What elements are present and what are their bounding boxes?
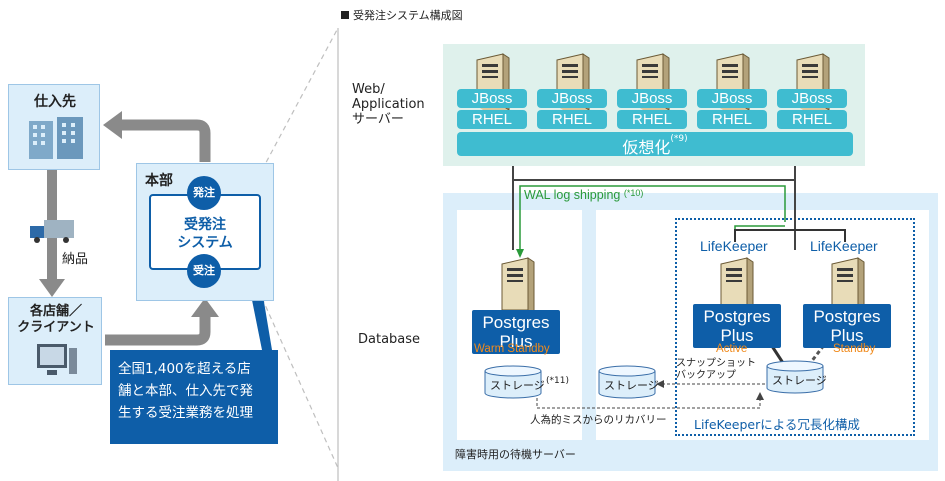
- wal-text: WAL log shipping: [524, 188, 621, 202]
- arrow-to-hq: [191, 298, 219, 317]
- backup-storage-icon: [598, 365, 656, 399]
- arrow-to-stores: [39, 279, 65, 297]
- rhel-pill: RHEL: [617, 110, 687, 129]
- snapshot-label: スナップショット バックアップ: [676, 358, 756, 382]
- receive-badge: 受注: [187, 254, 221, 288]
- diagram-title: 受発注システム構成図: [341, 7, 463, 23]
- recovery-label: 人為的ミスからのリカバリー: [530, 414, 667, 426]
- virtualization-label: 仮想化: [622, 138, 671, 157]
- snapshot-line2: バックアップ: [676, 370, 736, 381]
- stores-label: 各店舗／ クライアント: [17, 304, 95, 335]
- pg-line1: Postgres: [813, 307, 881, 326]
- snapshot-line1: スナップショット: [676, 358, 756, 369]
- wal-label: WAL log shipping (*10): [524, 188, 643, 202]
- supplier-box: 仕入先: [8, 84, 100, 170]
- computer-icon: [37, 344, 77, 375]
- server-icon: [501, 257, 535, 314]
- title-text: 受発注システム構成図: [353, 9, 463, 22]
- callout-box: 全国1,400を超える店 舗と本部、仕入先で発 生する受注業務を処理: [110, 350, 278, 444]
- callout-text: 全国1,400を超える店 舗と本部、仕入先で発 生する受注業務を処理: [118, 361, 253, 421]
- jboss-pill: JBoss: [697, 89, 767, 108]
- wal-note: (*10): [623, 188, 644, 198]
- jboss-pill: JBoss: [457, 89, 527, 108]
- arrow-to-supplier: [103, 111, 122, 139]
- hq-box: 本部 受発注 システム 発注 受注: [136, 163, 274, 301]
- shared-storage-icon: [766, 360, 824, 394]
- truck-icon: [30, 220, 74, 243]
- pg-line1: Postgres: [482, 313, 550, 332]
- delivery-label: 納品: [62, 252, 89, 267]
- jboss-pill: JBoss: [617, 89, 687, 108]
- virtualization-bar: 仮想化(*9): [457, 132, 853, 157]
- shared-storage-label: ストレージ: [772, 374, 827, 387]
- pg-line2: Plus: [499, 332, 533, 351]
- rhel-pill: RHEL: [697, 110, 767, 129]
- active-postgres-box: Postgres Plus: [693, 304, 781, 348]
- jboss-pill: JBoss: [537, 89, 607, 108]
- stores-box: 各店舗／ クライアント: [8, 297, 102, 385]
- standby-label: Standby: [833, 343, 876, 355]
- system-line1: 受発注: [184, 217, 226, 233]
- storage-label: ストレージ: [490, 379, 545, 392]
- jboss-pill: JBoss: [777, 89, 847, 108]
- redundancy-label: LifeKeeperによる冗長化構成: [694, 417, 860, 432]
- active-label: Active: [716, 343, 748, 355]
- db-tier-label: Database: [358, 332, 421, 347]
- storage-note: (*11): [546, 376, 569, 386]
- title-square-icon: [341, 11, 349, 19]
- pg-line1: Postgres: [703, 307, 771, 326]
- building-icon: [29, 117, 83, 159]
- lifekeeper-b-label: LifeKeeper: [810, 238, 878, 254]
- rhel-pill: RHEL: [777, 110, 847, 129]
- standby-server-caption: 障害時用の待機サーバー: [455, 448, 576, 461]
- supplier-label: 仕入先: [34, 94, 76, 110]
- standby-postgres2-box: Postgres Plus: [803, 304, 891, 348]
- backup-storage-label: ストレージ: [604, 379, 659, 392]
- system-line2: システム: [177, 235, 233, 251]
- web-tier-label: Web/ Application サーバー: [352, 82, 425, 127]
- hq-label: 本部: [145, 173, 173, 189]
- pg-line2: Plus: [830, 326, 864, 345]
- pg-line2: Plus: [720, 326, 754, 345]
- storage-drum-icon: [484, 365, 542, 399]
- virtualization-note: (*9): [670, 134, 688, 144]
- standby-postgres-box: Postgres Plus: [472, 310, 560, 354]
- rhel-pill: RHEL: [457, 110, 527, 129]
- order-badge: 発注: [187, 176, 221, 210]
- warm-standby-label: Warm Standby: [474, 343, 550, 355]
- rhel-pill: RHEL: [537, 110, 607, 129]
- lifekeeper-a-label: LifeKeeper: [700, 238, 768, 254]
